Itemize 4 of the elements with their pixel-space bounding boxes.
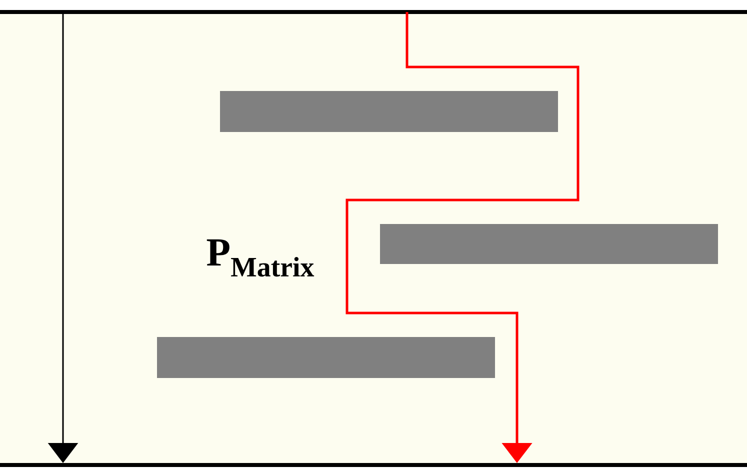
filler-bar <box>157 337 495 378</box>
filler-bar <box>380 224 718 264</box>
filler-bar <box>220 91 558 132</box>
permeability-label: P$_{Matrix}$ <box>206 239 314 277</box>
